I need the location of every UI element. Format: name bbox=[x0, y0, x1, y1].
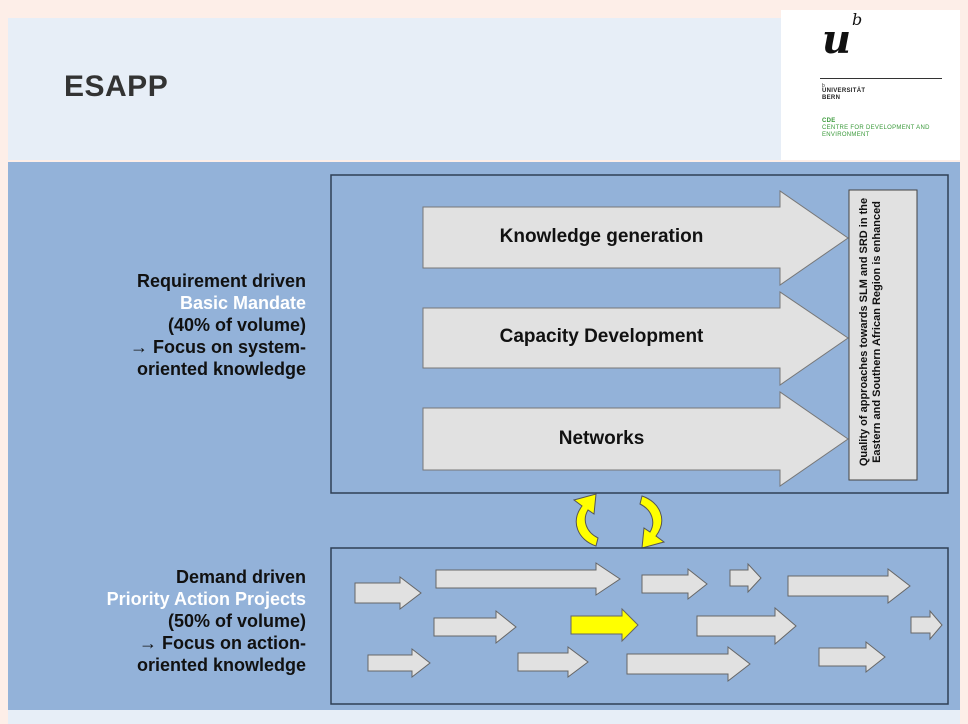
pap-arrow bbox=[367, 647, 431, 679]
logo-mark-u: u bbox=[822, 16, 852, 63]
arrow-capacity-development bbox=[422, 291, 849, 386]
pap-arrow bbox=[818, 640, 886, 674]
header-band bbox=[8, 18, 781, 160]
pap-arrow bbox=[354, 575, 422, 611]
basic-mandate-focus-cont: oriented knowledge bbox=[136, 359, 306, 379]
logo-university: UNIVERSITÄT BERN bbox=[822, 88, 866, 101]
footer-strip bbox=[8, 710, 960, 724]
basic-mandate-box bbox=[330, 174, 949, 494]
cycle-arrow-right bbox=[639, 495, 666, 549]
logo-cde-abbr: CDE bbox=[822, 118, 836, 124]
label-capacity-development: Capacity Development bbox=[499, 326, 704, 347]
outcome-box bbox=[848, 189, 918, 481]
pap-arrow bbox=[910, 609, 943, 641]
logo-small-b: b bbox=[822, 83, 825, 89]
basic-mandate-label: Basic Mandate bbox=[179, 293, 306, 313]
pap-description: Demand driven Priority Action Projects (… bbox=[107, 566, 306, 676]
basic-mandate-focus: → Focus on system- bbox=[129, 337, 306, 357]
logo-mark-b: b bbox=[852, 10, 863, 29]
label-knowledge-generation: Knowledge generation bbox=[499, 226, 704, 247]
pap-arrow bbox=[787, 567, 911, 605]
basic-mandate-description: Requirement driven Basic Mandate (40% of… bbox=[130, 270, 306, 380]
outcome-statement: Quality of approaches towards SLM and SR… bbox=[858, 197, 883, 467]
requirement-driven-label: Requirement driven bbox=[136, 271, 306, 291]
pap-focus: → Focus on action- bbox=[138, 633, 306, 653]
demand-driven-label: Demand driven bbox=[175, 567, 306, 587]
page-title: ESAPP bbox=[64, 70, 169, 103]
pap-arrow bbox=[433, 609, 517, 645]
pap-volume: (50% of volume) bbox=[167, 611, 306, 631]
pap-arrow bbox=[696, 606, 797, 646]
basic-mandate-volume: (40% of volume) bbox=[167, 315, 306, 335]
pap-arrow bbox=[517, 646, 589, 678]
pap-arrow bbox=[729, 562, 762, 594]
logo-divider bbox=[820, 78, 942, 79]
label-networks: Networks bbox=[558, 428, 645, 449]
pap-box bbox=[330, 547, 949, 705]
pap-arrow bbox=[626, 645, 751, 683]
arrow-networks bbox=[422, 391, 849, 487]
pap-focus-cont: oriented knowledge bbox=[136, 655, 306, 675]
arrow-knowledge-generation bbox=[422, 190, 849, 286]
pap-arrow-highlighted bbox=[570, 607, 639, 643]
cycle-arrow-left bbox=[572, 493, 599, 547]
pap-arrow bbox=[435, 562, 621, 596]
pap-arrow bbox=[641, 567, 708, 601]
logo-area bbox=[781, 10, 960, 160]
priority-action-projects-label: Priority Action Projects bbox=[106, 589, 306, 609]
logo-cde-name: CENTRE FOR DEVELOPMENT AND ENVIRONMENT bbox=[822, 125, 930, 138]
logo-cde: CDE CENTRE FOR DEVELOPMENT AND ENVIRONME… bbox=[822, 118, 942, 139]
